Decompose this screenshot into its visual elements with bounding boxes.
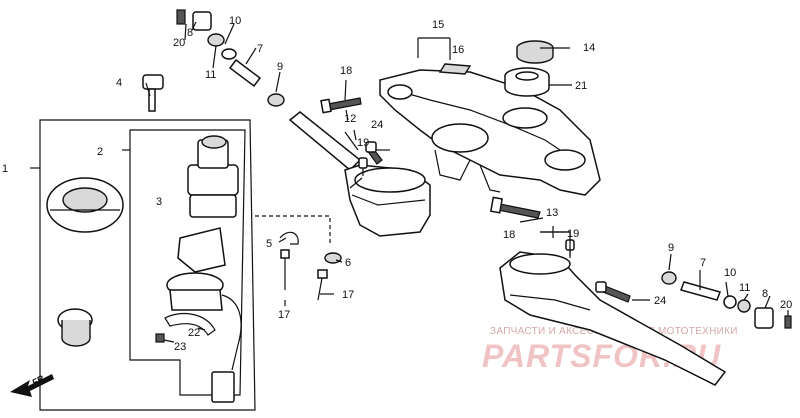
callout-9-left: 9 [277, 61, 283, 73]
grommet-6 [324, 252, 342, 264]
steering-stem-nut [504, 67, 550, 97]
callout-24-right: 24 [654, 295, 666, 307]
callout-22: 22 [188, 327, 200, 339]
bolt-18-right [489, 196, 541, 219]
callout-1: 1 [2, 163, 8, 175]
callout-2: 2 [97, 146, 103, 158]
bar-end-weight-8-right [754, 307, 774, 329]
collar-11-right [737, 299, 751, 313]
callout-8-right: 8 [762, 288, 768, 300]
lock-cylinder [57, 308, 93, 347]
callout-20-left: 20 [173, 37, 185, 49]
bolt-24-left [365, 141, 383, 165]
bar-end-weight-8-left [192, 11, 212, 31]
bolt-17-left [280, 249, 290, 290]
callout-5: 5 [266, 238, 272, 250]
callout-21: 21 [575, 80, 587, 92]
ignition-switch [155, 135, 242, 403]
callout-19-left: 19 [357, 137, 369, 149]
fuel-cap [46, 177, 124, 233]
callout-17-left: 17 [278, 309, 290, 321]
bracket-22 [164, 312, 216, 336]
screw-23 [155, 333, 165, 343]
washer-10-left [221, 48, 237, 60]
bridge-label-plate [438, 63, 472, 75]
ignition-key [142, 74, 164, 112]
steering-stem-cap [516, 40, 554, 64]
wire-clamp-5 [279, 231, 299, 245]
rubber-7-left [228, 58, 262, 88]
front-direction-label: FR. [30, 372, 47, 388]
front-arrow-icon [10, 374, 54, 397]
callout-17-right: 17 [342, 289, 354, 301]
callout-15: 15 [432, 19, 444, 31]
callout-8-left: 8 [187, 27, 193, 39]
callout-labels: 1 2 3 4 5 6 7 7 8 8 9 9 10 10 11 11 12 1… [2, 15, 792, 353]
harness-connector [211, 371, 235, 403]
bolt-17-right [317, 269, 328, 301]
nut-9-left [267, 93, 285, 107]
top-bridge [379, 63, 601, 196]
callout-19-right: 19 [567, 228, 579, 240]
bolt-24-right [595, 281, 631, 303]
callout-10-right: 10 [724, 267, 736, 279]
bolt-18-left [320, 97, 362, 114]
callout-23: 23 [174, 341, 186, 353]
callout-7-right: 7 [700, 257, 706, 269]
leader-lines [145, 21, 789, 343]
collar-11-left [207, 33, 225, 47]
callout-11-right: 11 [739, 282, 750, 294]
screw-20-left [176, 9, 186, 25]
switch-cover [177, 227, 226, 273]
rubber-7-right [680, 281, 721, 301]
front-direction-indicator: FR. [10, 372, 54, 397]
right-handlebar [499, 251, 727, 386]
callout-7-left: 7 [257, 43, 263, 55]
callout-6: 6 [345, 257, 351, 269]
callout-12: 12 [344, 113, 356, 125]
callout-11-left: 11 [205, 69, 216, 81]
nut-9-right [661, 271, 677, 285]
callout-9-right: 9 [668, 242, 674, 254]
left-handlebar [288, 111, 431, 237]
screw-20-right [784, 315, 792, 329]
bar-end-assembly-right [661, 271, 792, 329]
harness-wire [221, 294, 242, 371]
callout-18-right: 18 [503, 229, 515, 241]
washer-10-right [723, 295, 737, 309]
bar-end-assembly-left [176, 9, 285, 107]
callout-24-left: 24 [371, 119, 383, 131]
callout-16: 16 [452, 44, 464, 56]
callout-3: 3 [156, 196, 162, 208]
assembly-frame [30, 119, 256, 411]
callout-13: 13 [546, 207, 558, 219]
callout-14: 14 [583, 42, 595, 54]
callout-20-right: 20 [780, 299, 792, 311]
callout-18-left: 18 [340, 65, 352, 77]
callout-10-left: 10 [229, 15, 241, 27]
screw-19-left [358, 157, 368, 176]
callout-4: 4 [116, 77, 122, 89]
